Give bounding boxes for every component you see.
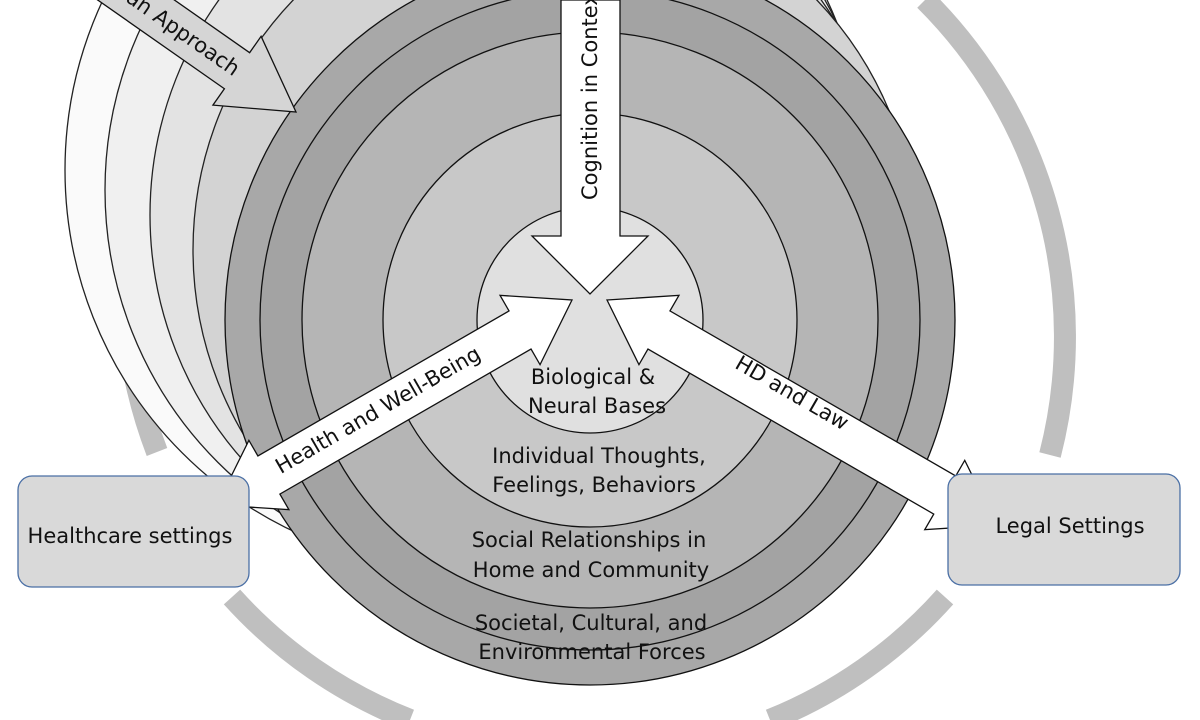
lifespan-arrow-shape [12, 0, 298, 113]
legal-box: Legal Settings [947, 473, 1181, 586]
ring-labels: Biological & Neural Bases Individual Tho… [472, 365, 710, 664]
social-label-line2: Home and Community [473, 558, 709, 582]
core-label-line2: Neural Bases [528, 394, 666, 418]
individual-label-line2: Feelings, Behaviors [492, 473, 696, 497]
arc-bottom-left [223, 589, 415, 720]
legal-box-shape [947, 473, 1181, 586]
arc-bottom-right [765, 589, 954, 720]
cognition-arrow: Cognition in Context [530, 0, 650, 295]
social-label-line1: Social Relationships in [472, 528, 707, 552]
healthcare-box-label: Healthcare settings [28, 524, 233, 548]
arc-top-right [917, 0, 1076, 458]
societal-label-line2: Environmental Forces [478, 640, 705, 664]
healthcare-box-shape [17, 475, 250, 588]
societal-label-line1: Societal, Cultural, and [475, 611, 707, 635]
concentric-rings [224, 0, 956, 686]
healthcare-box: Healthcare settings [17, 475, 250, 588]
legal-box-label: Legal Settings [995, 514, 1144, 538]
cognition-arrow-shape [530, 0, 650, 295]
individual-label-line1: Individual Thoughts, [492, 444, 706, 468]
cognition-arrow-label: Cognition in Context [578, 0, 602, 200]
core-label-line1: Biological & [531, 365, 655, 389]
